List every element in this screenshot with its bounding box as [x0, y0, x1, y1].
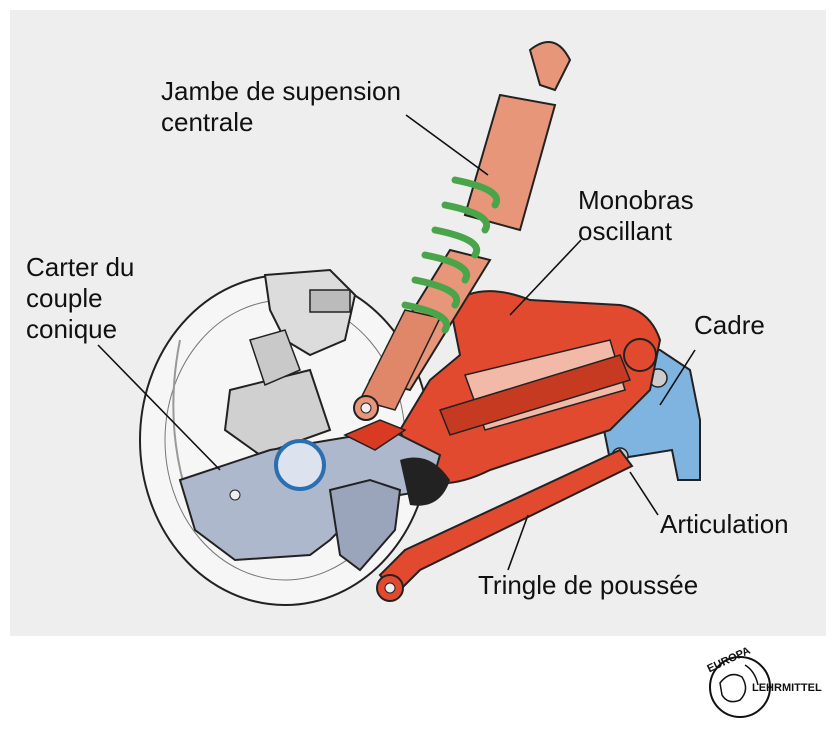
coil-spring: [401, 176, 501, 334]
label-cadre: Cadre: [694, 310, 765, 340]
caliper-assembly: [223, 268, 357, 457]
label-jambe-line1: Jambe de supension: [161, 76, 401, 106]
label-carter: Carter du couple conique: [26, 252, 134, 345]
europa-lehrmittel-logo: EUROPA LEHRMITTEL: [705, 645, 822, 718]
label-carter-line2: couple: [26, 283, 103, 313]
shock-absorber: [353, 41, 572, 421]
bevel-gear-housing: [178, 419, 450, 572]
label-jambe-line2: centrale: [161, 107, 254, 137]
leader-lines: [97, 114, 696, 571]
label-monobras-line2: oscillant: [578, 216, 672, 246]
label-carter-line1: Carter du: [26, 252, 135, 282]
push-rod: [376, 448, 634, 602]
label-jambe: Jambe de supension centrale: [161, 76, 401, 138]
label-carter-line3: conique: [26, 314, 118, 344]
suspension-illustration: [97, 41, 701, 606]
label-monobras-line1: Monobras: [578, 185, 694, 215]
label-tringle: Tringle de poussée: [478, 570, 699, 600]
svg-text:LEHRMITTEL: LEHRMITTEL: [752, 682, 822, 694]
label-articulation: Articulation: [660, 509, 789, 539]
label-monobras: Monobras oscillant: [578, 185, 694, 247]
